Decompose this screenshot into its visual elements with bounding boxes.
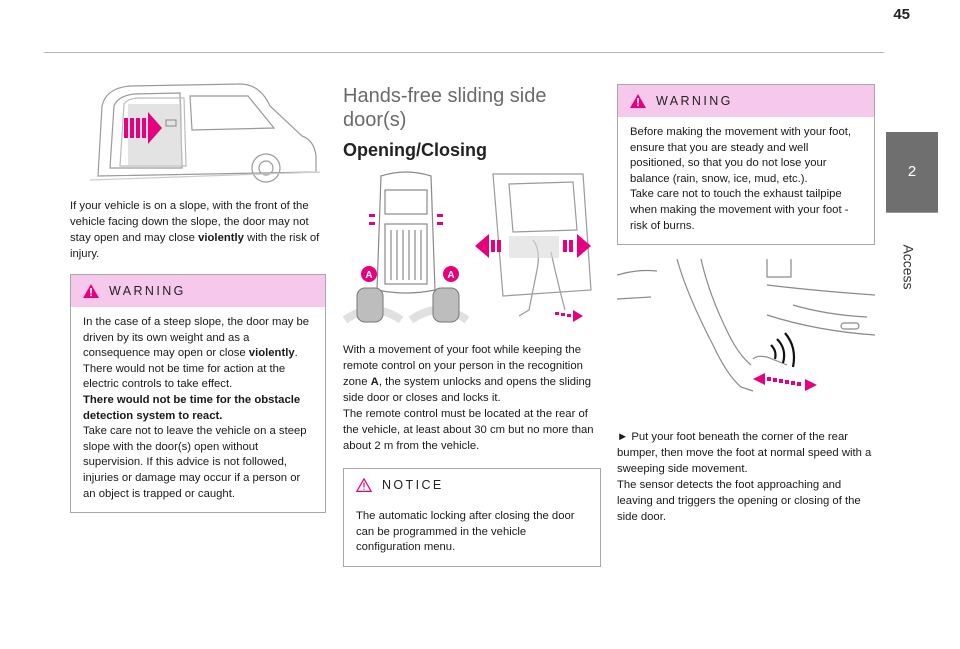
sensor-paragraph: The sensor detects the foot approaching … <box>617 479 861 524</box>
bullet-arrow-icon: ► <box>617 431 629 444</box>
warning2-p1: Before making the movement with your foo… <box>630 126 852 185</box>
chapter-number: 2 <box>907 163 917 180</box>
warning-p1-bold: violently <box>248 347 295 360</box>
slope-tail: with the risk of injury. <box>70 232 320 260</box>
warning-p1: In the case of a steep slope, the door m… <box>83 315 313 362</box>
warning-triangle-icon <box>83 284 99 298</box>
van-slope-illustration <box>89 83 321 183</box>
warning-p1-end: . <box>294 347 298 360</box>
chapter-label: Access <box>901 244 917 290</box>
step-paragraph: ► Put your foot beneath the corner of th… <box>617 429 875 477</box>
warning-triangle-icon <box>630 94 646 108</box>
warning-title-2: WARNING <box>656 94 733 108</box>
warning-p3: There would not be time for the obstacle… <box>83 393 313 424</box>
warning-box-slope: WARNING In the case of a steep slope, th… <box>70 274 326 514</box>
foot-movement-text: With a movement of your foot while keepi… <box>343 344 583 388</box>
slope-text: If your vehicle is on a slope, with the … <box>70 200 309 244</box>
warning-body-2: Before making the movement with your foo… <box>618 117 874 234</box>
step-text: Put your foot beneath the corner of the … <box>617 431 872 476</box>
section-title: Hands-free sliding side door(s) <box>343 85 547 131</box>
van-top-view-illustration: A A <box>343 171 469 324</box>
warning-title: WARNING <box>109 284 186 298</box>
chapter-label-wrap: Access <box>895 212 923 322</box>
header-rule <box>44 52 884 53</box>
chapter-tab[interactable]: 2 <box>886 132 938 212</box>
notice-header: NOTICE <box>344 469 600 501</box>
slope-bold: violently <box>198 232 244 244</box>
warning-p2: There would not be time for action at th… <box>83 362 286 391</box>
column-3: WARNING Before making the movement with … <box>617 84 875 525</box>
zone-label-a-left: A <box>365 270 372 281</box>
illustration-pair: A A <box>343 170 601 328</box>
zone-label-a-right: A <box>447 270 454 281</box>
warning2-p2: Take care not to touch the exhaust tailp… <box>630 188 849 232</box>
column-2: Hands-free sliding side door(s) Opening/… <box>343 84 601 567</box>
subsection-title: Opening/Closing <box>343 140 487 160</box>
column-1: If your vehicle is on a slope, with the … <box>70 76 326 514</box>
notice-title: NOTICE <box>382 478 444 492</box>
slope-paragraph: If your vehicle is on a slope, with the … <box>70 198 326 262</box>
notice-text: The automatic locking after closing the … <box>356 510 575 554</box>
notice-body: The automatic locking after closing the … <box>344 501 600 556</box>
page-number: 45 <box>893 6 910 23</box>
warning-p3-bold: There would not be time for the obstacle… <box>83 393 301 422</box>
warning-body: In the case of a steep slope, the door m… <box>71 307 325 502</box>
notice-box: NOTICE The automatic locking after closi… <box>343 468 601 567</box>
warning-p4: Take care not to leave the vehicle on a … <box>83 425 307 500</box>
warning-box-foot: WARNING Before making the movement with … <box>617 84 875 246</box>
foot-sensor-illustration <box>617 258 875 392</box>
notice-triangle-icon <box>356 478 372 492</box>
chapter-tab-divider <box>886 212 938 213</box>
warning-header-2: WARNING <box>618 85 874 117</box>
foot-movement-tail: , the system unlocks and opens the slidi… <box>343 376 592 404</box>
warning-p1-text: In the case of a steep slope, the door m… <box>83 316 310 360</box>
warning-header: WARNING <box>71 275 325 307</box>
zone-a-ref: A <box>370 376 379 388</box>
foot-movement-paragraph: With a movement of your foot while keepi… <box>343 342 601 406</box>
sliding-door-illustration <box>475 173 592 322</box>
remote-distance-paragraph: The remote control must be located at th… <box>343 408 594 452</box>
